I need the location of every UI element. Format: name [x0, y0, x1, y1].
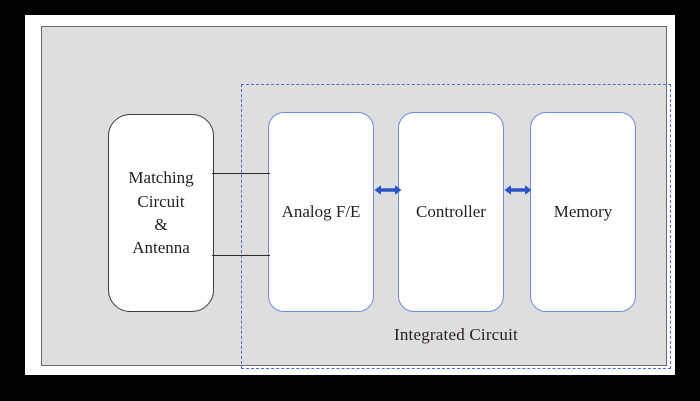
connector-antenna-to-afe-top — [212, 173, 270, 174]
connector-antenna-to-afe-bottom — [212, 255, 270, 256]
block-memory-label: Memory — [553, 202, 613, 222]
double-arrow-icon-controller-memory — [504, 182, 532, 198]
double-arrow-icon-afe-controller — [374, 182, 402, 198]
block-analog-front-end-label: Analog F/E — [281, 202, 361, 222]
block-matching-circuit-antenna[interactable]: Matching Circuit & Antenna — [108, 114, 214, 312]
block-analog-front-end[interactable]: Analog F/E — [268, 112, 374, 312]
block-memory[interactable]: Memory — [530, 112, 636, 312]
block-controller-label: Controller — [416, 202, 486, 222]
block-controller[interactable]: Controller — [398, 112, 504, 312]
diagram-panel: Integrated Circuit Matching Circuit & An… — [41, 26, 671, 369]
integrated-circuit-label: Integrated Circuit — [394, 325, 518, 344]
block-matching-circuit-antenna-label: Matching Circuit & Antenna — [128, 168, 194, 258]
integrated-circuit-boundary — [241, 84, 671, 369]
